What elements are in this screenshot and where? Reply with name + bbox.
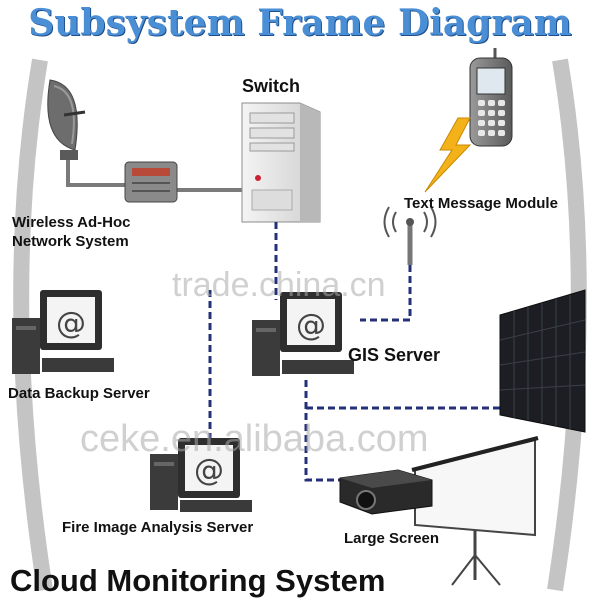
computer-icon	[150, 438, 252, 512]
projection-screen-icon	[411, 436, 539, 586]
background-arc-left	[13, 58, 53, 592]
diagram-title: Subsystem Frame Diagram	[28, 2, 572, 44]
link-antenna-gis	[360, 265, 412, 322]
watermark-trade: trade.china.cn	[172, 266, 386, 304]
router-box-icon	[124, 161, 178, 203]
monitor-at-symbol: @	[296, 308, 326, 343]
wireless-label-line1: Wireless Ad-Hoc	[12, 214, 131, 231]
computer-icon	[252, 292, 354, 376]
link-gis-screen	[304, 380, 340, 482]
large-screen-label: Large Screen	[344, 530, 440, 547]
lightning-icon	[424, 117, 472, 193]
server-tower-icon	[241, 102, 321, 223]
computer-icon	[12, 290, 114, 374]
gis-server-label: GIS Server	[348, 345, 441, 365]
data-backup-server-label: Data Backup Server	[8, 385, 150, 402]
satellite-dish-icon	[47, 79, 86, 160]
mobile-phone-icon	[469, 48, 513, 147]
monitor-at-symbol: @	[194, 453, 224, 488]
video-wall-icon	[499, 289, 586, 433]
text-message-module-label: Text Message Module	[404, 195, 558, 212]
fire-image-analysis-server-label: Fire Image Analysis Server	[62, 519, 254, 536]
wireless-label-line2: Network System	[12, 233, 129, 250]
footer-title: Cloud Monitoring System	[10, 563, 386, 598]
switch-label: Switch	[242, 76, 301, 96]
projector-icon	[339, 469, 433, 515]
monitor-at-symbol: @	[56, 306, 86, 341]
watermark-alibaba: ceke.en.alibaba.com	[80, 418, 429, 460]
network-links	[208, 222, 540, 482]
antenna-icon	[383, 206, 437, 265]
